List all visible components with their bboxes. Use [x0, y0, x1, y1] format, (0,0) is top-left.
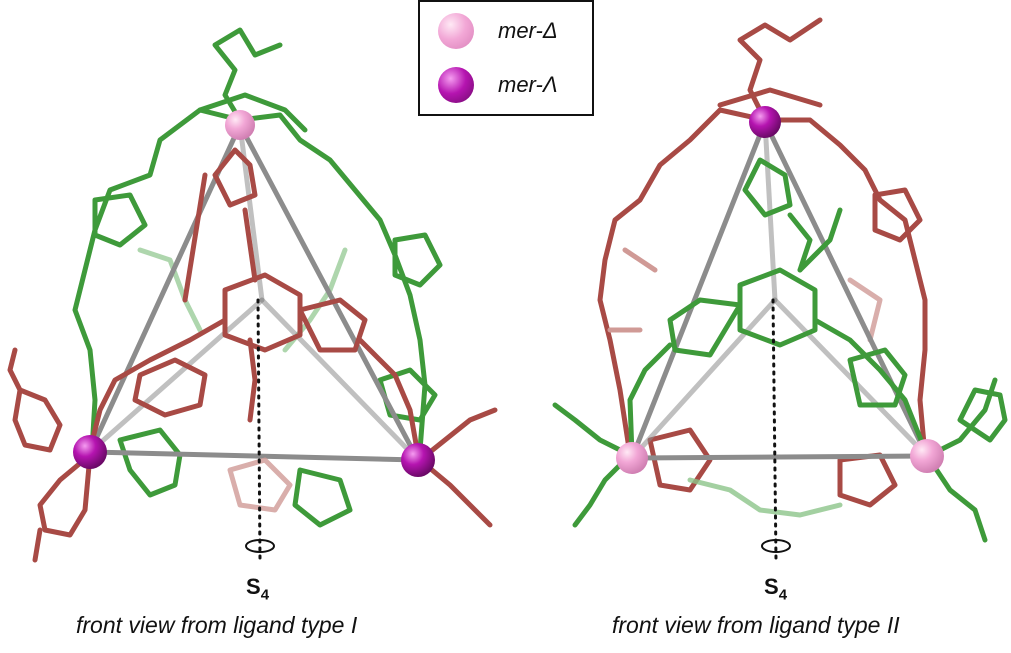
red-ligand-strands — [597, 17, 928, 508]
metal-right-mer-delta — [910, 439, 944, 473]
metal-top-mer-lambda — [749, 106, 781, 138]
s4-axis-left — [256, 298, 262, 562]
green-ligand-strands — [72, 27, 443, 528]
caption-right: front view from ligand type II — [612, 612, 900, 638]
legend-label: mer-Δ — [498, 18, 558, 43]
red-ligand-strands — [7, 147, 498, 563]
legend-item-mer-lambda: mer-Λ — [420, 60, 592, 110]
legend-label: mer-Λ — [498, 72, 558, 97]
caption-left: front view from ligand type I — [76, 612, 358, 638]
rotation-arrow-icon — [761, 539, 791, 553]
metal-left-mer-delta — [616, 442, 648, 474]
light-pink-sphere-icon — [438, 13, 474, 49]
s4-axis-right — [771, 298, 778, 562]
metal-right-mer-lambda — [401, 443, 435, 477]
metal-left-mer-lambda — [73, 435, 107, 469]
axis-label-right: S4 — [764, 574, 788, 604]
metal-top-mer-delta — [225, 110, 255, 140]
green-ligand-strands — [552, 157, 1008, 543]
legend: mer-Δ mer-Λ — [418, 0, 594, 116]
magenta-sphere-icon — [438, 67, 474, 103]
right-panel — [552, 17, 1008, 562]
axis-label-left: S4 — [246, 574, 270, 604]
rotation-arrow-icon — [245, 539, 275, 553]
left-panel — [7, 27, 498, 563]
legend-item-mer-delta: mer-Δ — [420, 6, 592, 56]
